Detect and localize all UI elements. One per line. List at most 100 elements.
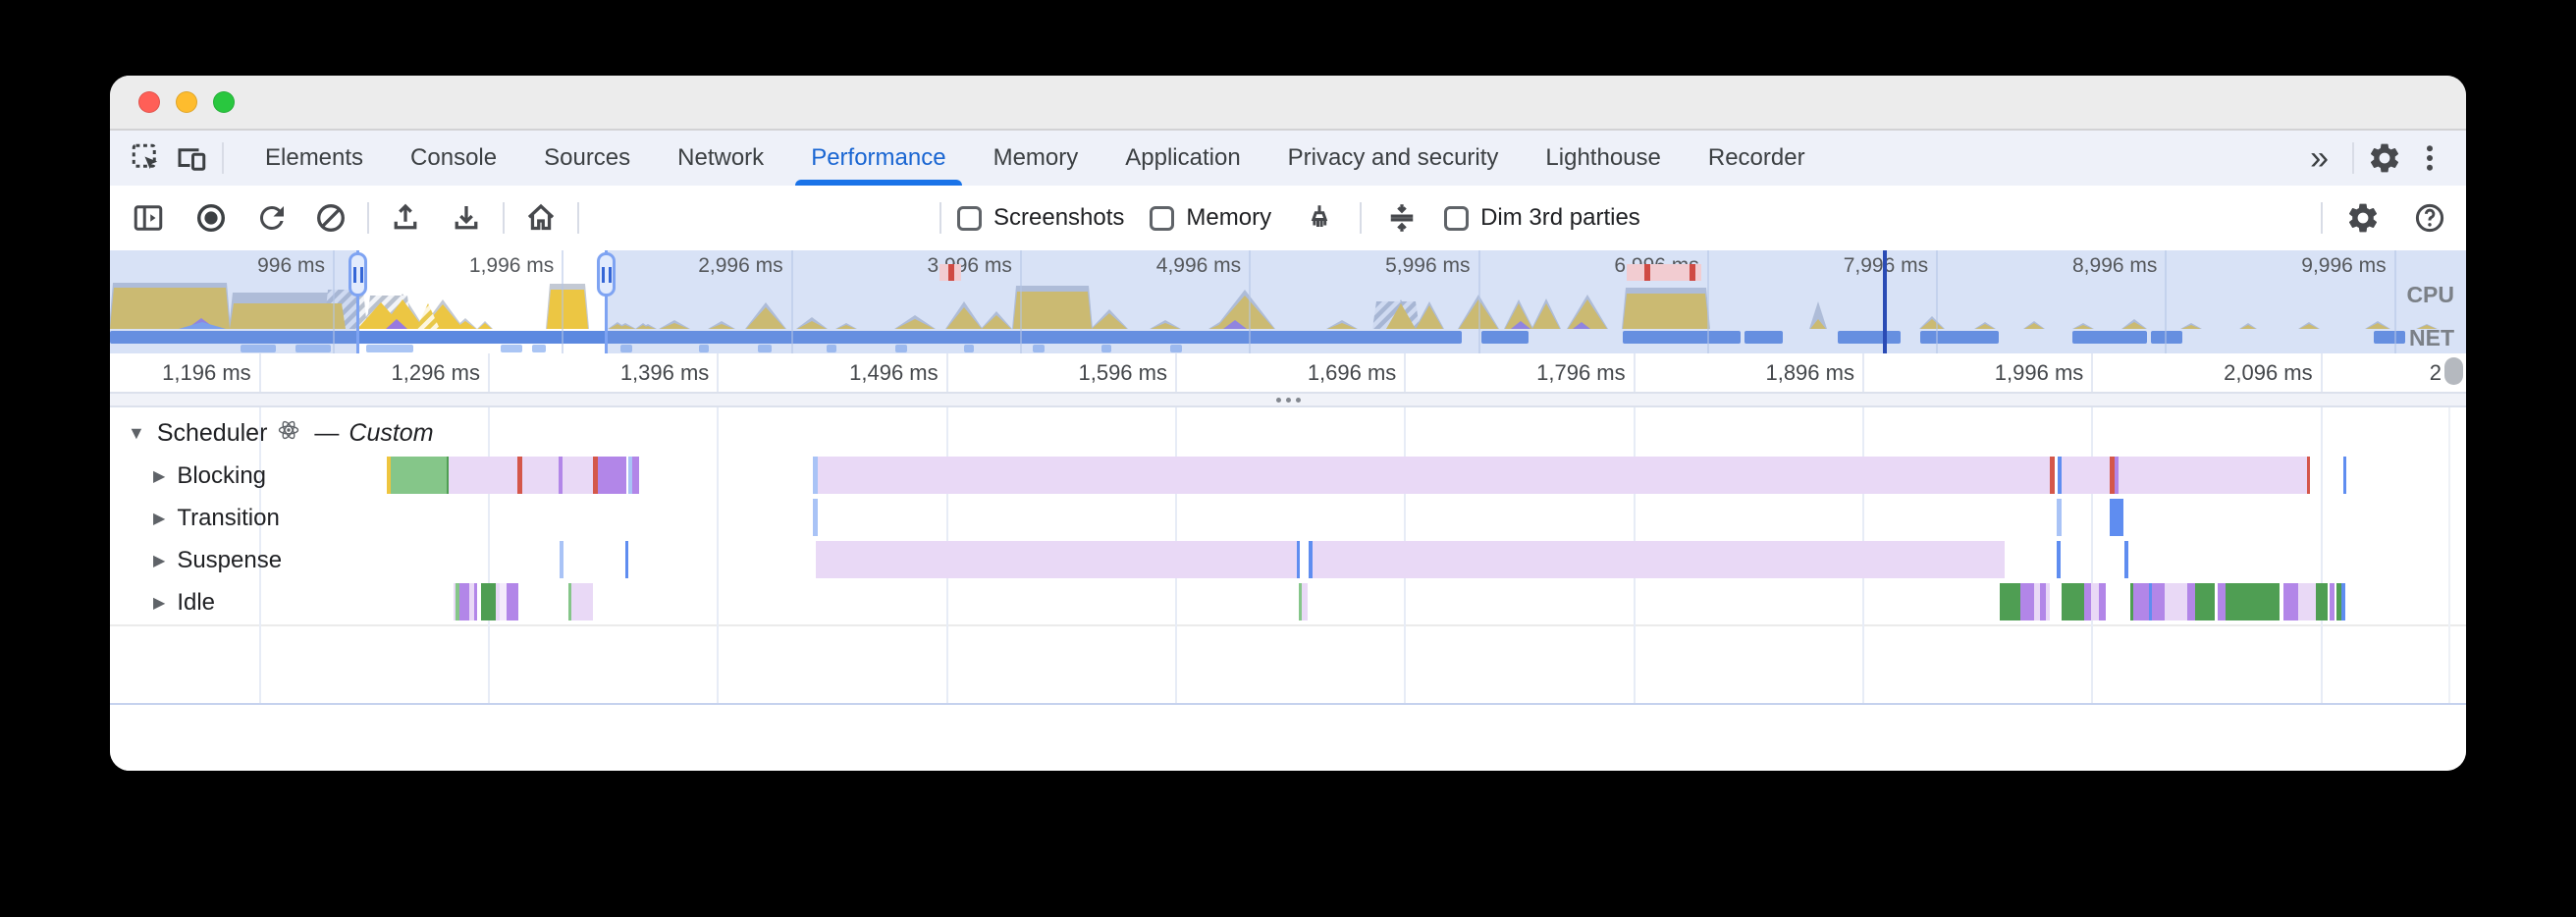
flame-segment[interactable] <box>2019 583 2034 620</box>
flame-segment[interactable] <box>2109 499 2123 536</box>
flame-segment[interactable] <box>2187 583 2196 620</box>
flame-segment[interactable] <box>2057 541 2061 578</box>
flame-segment[interactable] <box>813 457 818 494</box>
selection-handle-left[interactable] <box>349 252 367 297</box>
flame-segment[interactable] <box>813 499 818 536</box>
more-tabs-icon[interactable]: » <box>2310 139 2329 177</box>
home-icon[interactable] <box>518 195 564 241</box>
settings-gear-icon[interactable] <box>2362 135 2407 181</box>
flame-segment[interactable] <box>2315 583 2328 620</box>
download-profile-icon[interactable] <box>444 195 489 241</box>
flame-segment[interactable] <box>2124 541 2128 578</box>
flame-segment[interactable] <box>2195 583 2216 620</box>
flame-segment[interactable] <box>2340 583 2346 620</box>
flame-segment[interactable] <box>1296 541 1301 578</box>
tab-sources[interactable]: Sources <box>544 144 631 171</box>
flame-segment[interactable] <box>446 457 450 494</box>
flame-segment[interactable] <box>559 457 563 494</box>
tab-recorder[interactable]: Recorder <box>1707 144 1805 171</box>
flame-segment[interactable] <box>496 583 500 620</box>
flame-segment[interactable] <box>2057 499 2062 536</box>
flame-segment[interactable] <box>2164 583 2188 620</box>
flame-segment[interactable] <box>2109 457 2115 494</box>
flame-segment[interactable] <box>560 541 564 578</box>
expand-triangle-icon[interactable]: ▶ <box>153 467 166 485</box>
expand-triangle-icon[interactable]: ▶ <box>153 552 166 569</box>
flame-segment[interactable] <box>597 457 603 494</box>
tab-memory[interactable]: Memory <box>993 144 1079 171</box>
reload-record-icon[interactable] <box>249 195 295 241</box>
track-row-label[interactable]: ▶Suspense <box>153 546 283 573</box>
flame-segment[interactable] <box>469 583 474 620</box>
flame-segment[interactable] <box>2061 583 2085 620</box>
expand-triangle-icon[interactable]: ▶ <box>153 510 166 527</box>
help-icon[interactable] <box>2407 195 2452 241</box>
screenshots-checkbox[interactable] <box>957 205 982 231</box>
track-row-label[interactable]: ▶Transition <box>153 504 280 531</box>
flame-segment[interactable] <box>2061 457 2110 494</box>
flame-segment[interactable] <box>2133 583 2149 620</box>
dim-3rd-parties-checkbox[interactable] <box>1444 205 1470 231</box>
flame-segment[interactable] <box>571 583 594 620</box>
flame-segment[interactable] <box>2225 583 2280 620</box>
tab-application[interactable]: Application <box>1125 144 1241 171</box>
inspect-element-icon[interactable] <box>124 135 169 181</box>
pane-resize-handle[interactable] <box>110 392 2466 407</box>
expand-triangle-icon[interactable]: ▶ <box>153 594 166 612</box>
flame-segment[interactable] <box>2129 583 2134 620</box>
flame-segment[interactable] <box>1309 541 1313 578</box>
flame-segment[interactable] <box>521 457 560 494</box>
tab-elements[interactable]: Elements <box>265 144 364 171</box>
flame-segment[interactable] <box>562 457 594 494</box>
flame-segment[interactable] <box>390 457 447 494</box>
flame-segment[interactable] <box>2114 457 2120 494</box>
flame-segment[interactable] <box>473 583 478 620</box>
track-row-label[interactable]: ▶Blocking <box>153 461 267 489</box>
flame-segment[interactable] <box>2099 583 2107 620</box>
kebab-menu-icon[interactable] <box>2407 135 2452 181</box>
flame-segment[interactable] <box>1302 583 1309 620</box>
flame-segment[interactable] <box>1298 583 1303 620</box>
flame-segment[interactable] <box>2298 583 2316 620</box>
flame-segment[interactable] <box>567 583 572 620</box>
capture-settings-gear-icon[interactable] <box>2340 195 2386 241</box>
flame-segment[interactable] <box>628 457 632 494</box>
flame-segment[interactable] <box>2045 583 2051 620</box>
flame-segment[interactable] <box>2335 583 2341 620</box>
flame-segment[interactable] <box>2217 583 2226 620</box>
flame-segment[interactable] <box>1999 583 2020 620</box>
flame-segment[interactable] <box>387 457 391 494</box>
toggle-sidebar-icon[interactable] <box>126 195 171 241</box>
flame-segment[interactable] <box>453 583 456 620</box>
upload-profile-icon[interactable] <box>383 195 428 241</box>
flame-segment[interactable] <box>2091 583 2100 620</box>
flame-segment[interactable] <box>2342 457 2347 494</box>
flame-segment[interactable] <box>602 457 627 494</box>
flame-segment[interactable] <box>2058 457 2062 494</box>
flame-segment[interactable] <box>2329 583 2334 620</box>
flame-segment[interactable] <box>2039 583 2046 620</box>
scrollbar-thumb[interactable] <box>2444 357 2463 385</box>
flame-segment[interactable] <box>631 457 639 494</box>
device-toolbar-icon[interactable] <box>169 135 214 181</box>
track-group-header[interactable]: ▼ Scheduler — Custom <box>128 415 434 451</box>
flame-segment[interactable] <box>624 541 629 578</box>
flame-segment[interactable] <box>1312 541 2005 578</box>
flame-segment[interactable] <box>2033 583 2040 620</box>
flame-segment[interactable] <box>480 583 497 620</box>
flame-segment[interactable] <box>593 457 598 494</box>
collapse-sanitize-icon[interactable] <box>1379 195 1424 241</box>
flame-segment[interactable] <box>517 457 522 494</box>
flame-segment[interactable] <box>2050 457 2055 494</box>
flame-segment[interactable] <box>2148 583 2153 620</box>
tab-console[interactable]: Console <box>410 144 498 171</box>
flame-segment[interactable] <box>499 583 507 620</box>
flame-segment[interactable] <box>2119 457 2307 494</box>
playhead-marker[interactable] <box>1882 250 1887 353</box>
flame-segment[interactable] <box>506 583 519 620</box>
flame-segment[interactable] <box>2084 583 2092 620</box>
flame-segment[interactable] <box>449 457 518 494</box>
flame-segment[interactable] <box>817 457 2051 494</box>
selection-handle-right[interactable] <box>597 252 616 297</box>
